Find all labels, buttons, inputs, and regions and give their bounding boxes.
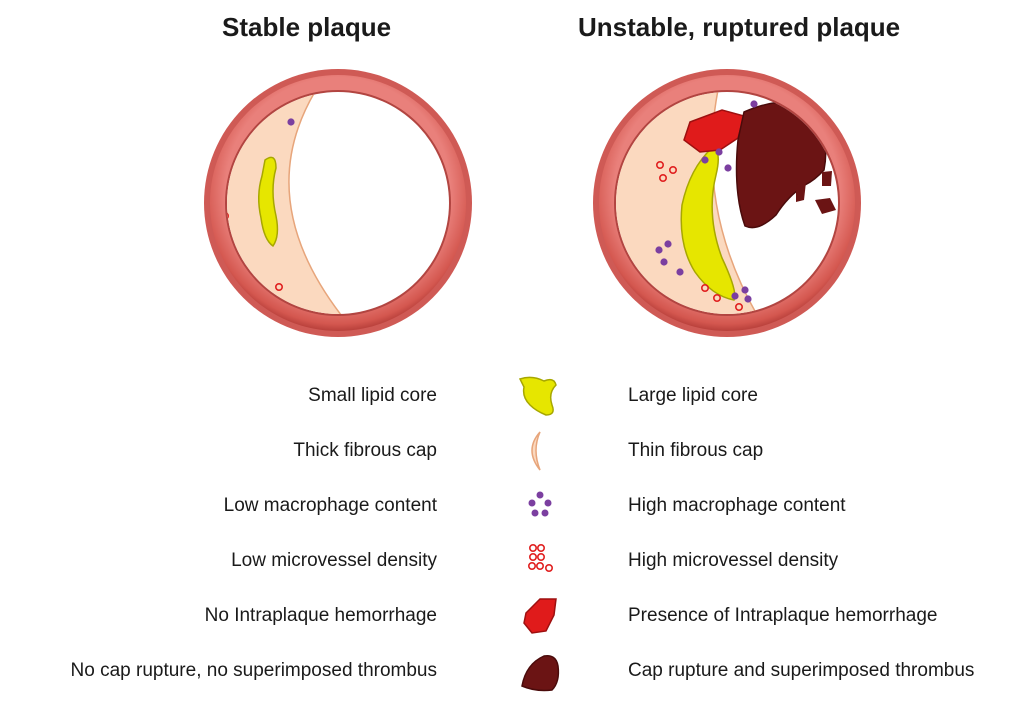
unstable-vessel <box>593 69 861 337</box>
legend-left-label: No Intraplaque hemorrhage <box>205 605 437 627</box>
legend-left-label: Low microvessel density <box>231 550 437 572</box>
legend-right-label: Presence of Intraplaque hemorrhage <box>628 605 937 627</box>
legend-row-microvessel: Low microvessel density High microvessel… <box>0 550 1035 580</box>
stable-macrophage <box>287 118 294 125</box>
unstable-macrophage <box>741 286 748 293</box>
unstable-macrophage <box>744 295 751 302</box>
unstable-macrophage <box>660 258 667 265</box>
thrombus-icon <box>510 646 570 694</box>
hemorrhage-icon <box>510 591 570 639</box>
legend-row-macrophage: Low macrophage content High macrophage c… <box>0 495 1035 525</box>
legend-row-hemorrhage: No Intraplaque hemorrhage Presence of In… <box>0 605 1035 635</box>
unstable-macrophage <box>715 148 722 155</box>
unstable-macrophage <box>655 246 662 253</box>
unstable-macrophage <box>750 100 757 107</box>
legend-left-label: Small lipid core <box>308 385 437 407</box>
fibrous-cap-icon <box>510 426 570 474</box>
stable-vessel <box>180 69 472 337</box>
microvessel-icon <box>510 536 570 584</box>
unstable-macrophage <box>724 164 731 171</box>
legend-row-fibrous-cap: Thick fibrous cap Thin fibrous cap <box>0 440 1035 470</box>
legend-left-label: Low macrophage content <box>224 495 437 517</box>
legend-right-label: High macrophage content <box>628 495 846 517</box>
legend-right-label: Thin fibrous cap <box>628 440 763 462</box>
thrombus-fragment <box>822 171 832 186</box>
macrophage-icon <box>510 481 570 529</box>
legend-right-label: Large lipid core <box>628 385 758 407</box>
plaque-cross-sections <box>0 0 1035 360</box>
unstable-macrophage <box>701 156 708 163</box>
legend-left-label: Thick fibrous cap <box>293 440 437 462</box>
unstable-macrophage <box>676 268 683 275</box>
legend-row-lipid-core: Small lipid core Large lipid core <box>0 385 1035 415</box>
legend-row-thrombus: No cap rupture, no superimposed thrombus… <box>0 660 1035 690</box>
legend-left-label: No cap rupture, no superimposed thrombus <box>71 660 437 682</box>
unstable-macrophage <box>664 240 671 247</box>
legend-right-label: Cap rupture and superimposed thrombus <box>628 660 974 682</box>
lipid-core-icon <box>510 371 570 419</box>
unstable-macrophage <box>731 292 738 299</box>
legend-right-label: High microvessel density <box>628 550 838 572</box>
